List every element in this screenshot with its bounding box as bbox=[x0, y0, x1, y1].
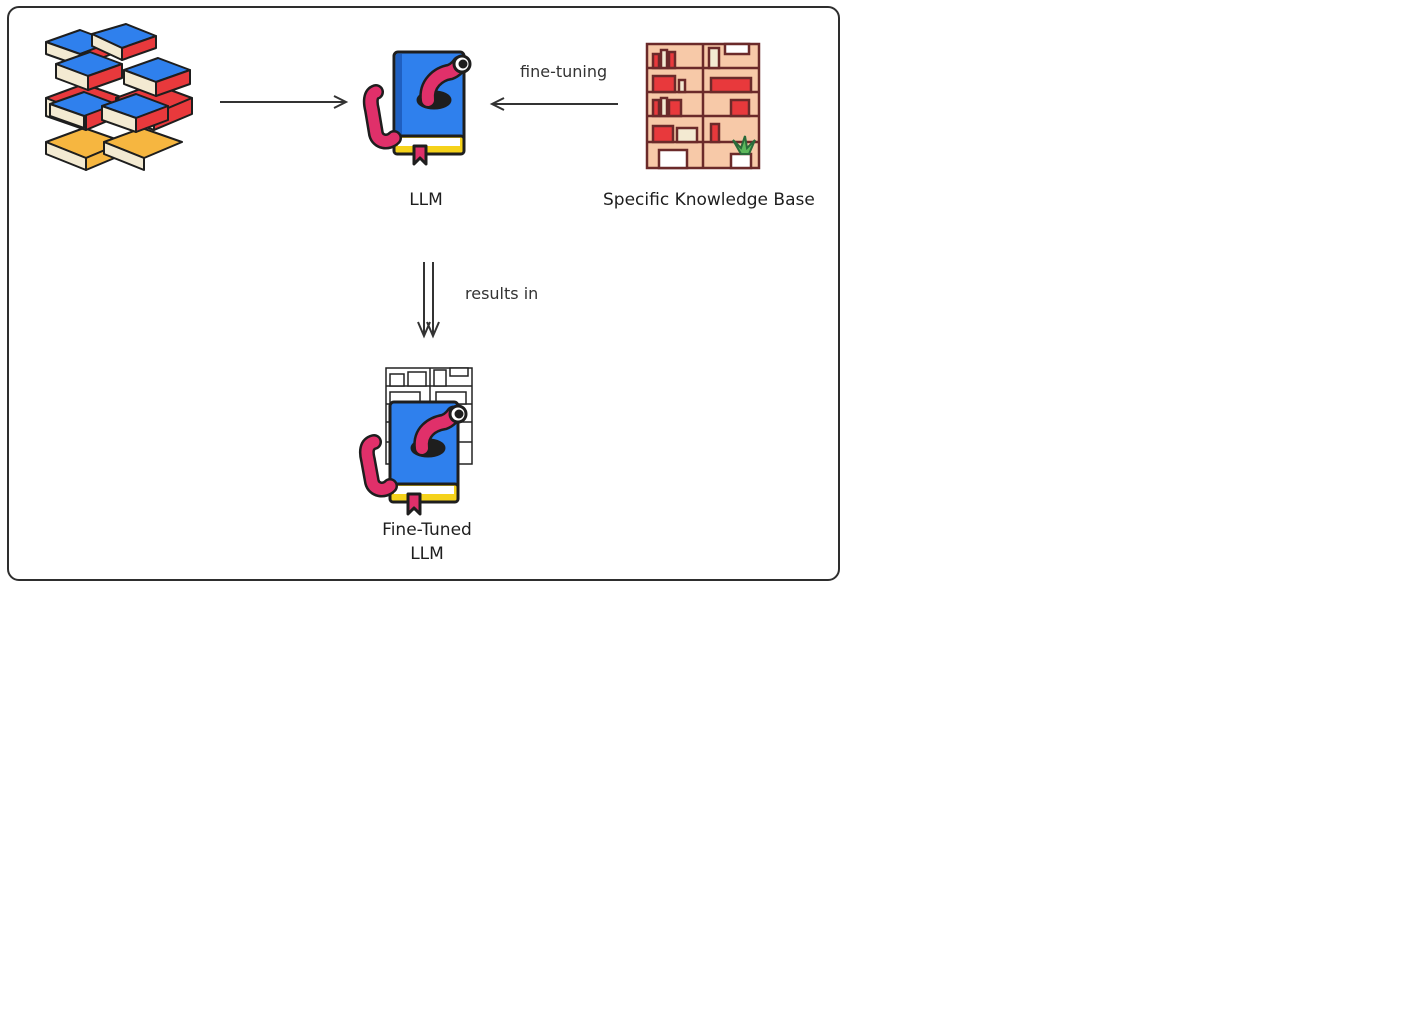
bookworm-with-shelf-icon bbox=[358, 367, 473, 516]
results-in-arrow bbox=[417, 262, 440, 339]
fine-tuned-label-line1: Fine-Tuned bbox=[382, 520, 472, 540]
llm-label: LLM bbox=[409, 190, 443, 210]
fine-tuned-label-line2: LLM bbox=[410, 544, 444, 564]
results-in-label: results in bbox=[465, 284, 539, 303]
arrow-books-to-llm bbox=[220, 95, 349, 109]
fine-tuning-label: fine-tuning bbox=[520, 62, 608, 81]
kb-label: Specific Knowledge Base bbox=[603, 190, 815, 210]
books-pile-icon bbox=[45, 23, 193, 171]
bookshelf-icon bbox=[645, 42, 761, 170]
arrow-kb-to-llm bbox=[489, 97, 618, 111]
bookworm-icon bbox=[362, 50, 472, 166]
